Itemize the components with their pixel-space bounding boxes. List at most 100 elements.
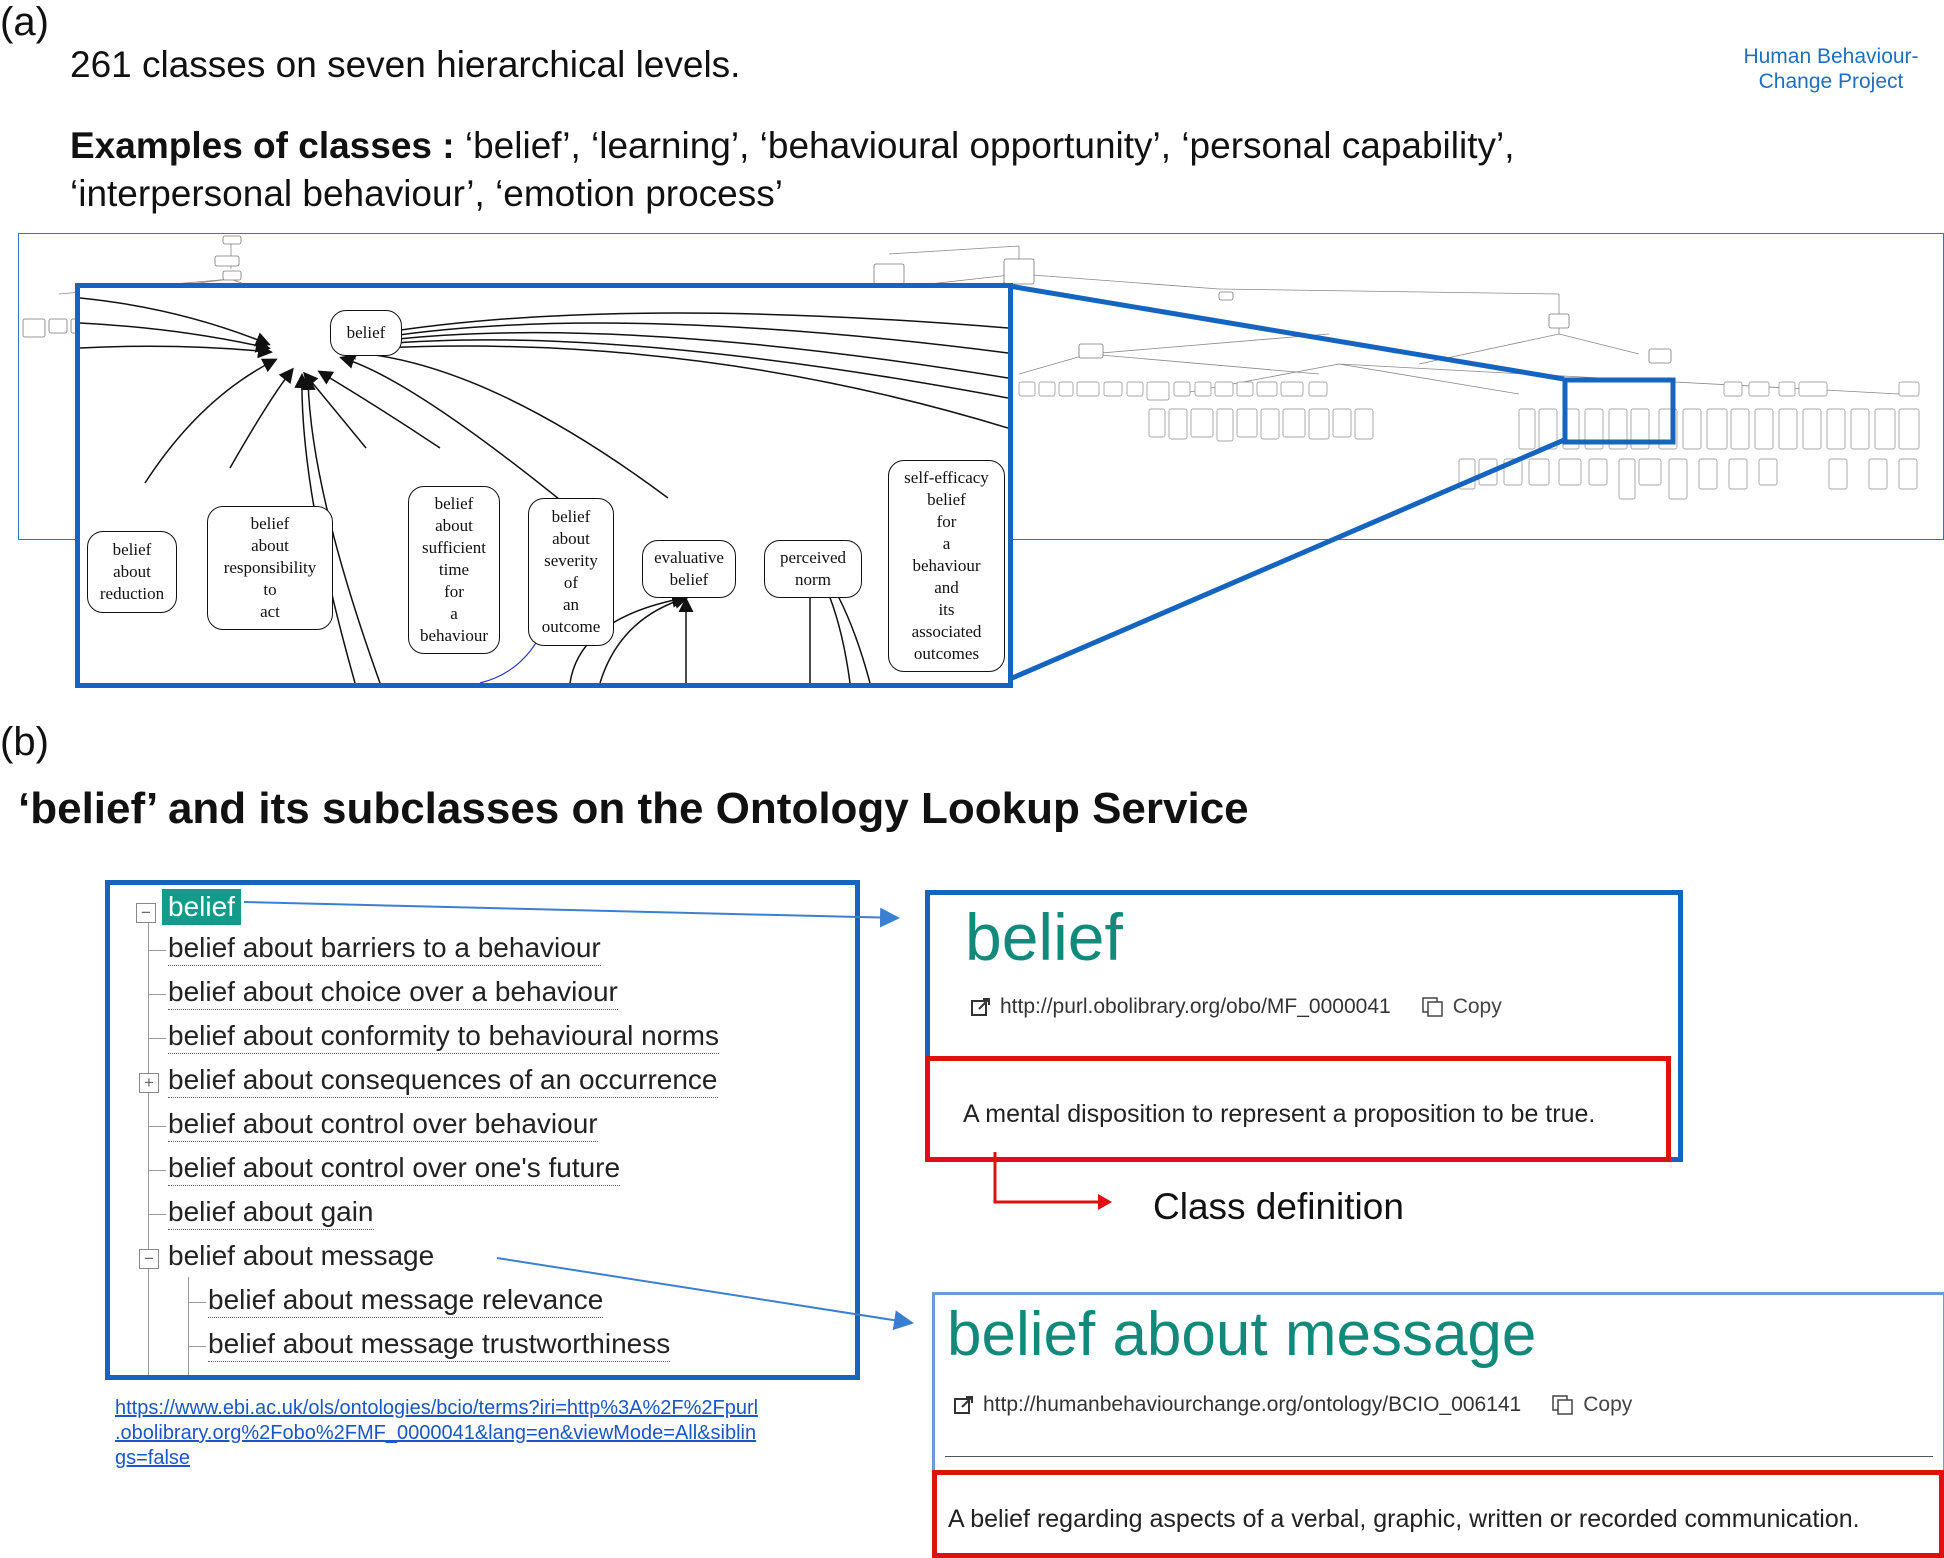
- node-line: perceived: [779, 548, 847, 567]
- panel-a-label: (a): [0, 0, 49, 44]
- overview-node-row-1: [1018, 381, 1920, 401]
- node-line: sufficient: [422, 538, 486, 557]
- node-line: behaviour: [420, 626, 488, 645]
- node-line: and: [934, 578, 959, 597]
- node-line: self-efficacy: [904, 468, 989, 487]
- link-line-2[interactable]: .obolibrary.org%2Fobo%2FMF_0000041&lang=…: [115, 1422, 757, 1444]
- tree-connector: [148, 994, 166, 995]
- tree-connector: [148, 1126, 166, 1127]
- external-link-icon[interactable]: [970, 996, 992, 1018]
- node-line: for: [444, 582, 464, 601]
- node-line: its: [938, 600, 955, 619]
- tree-root-belief[interactable]: belief: [162, 889, 241, 925]
- node-belief-about-sufficient-time: belief about sufficient time for a behaviour: [408, 486, 500, 654]
- node-line: about: [552, 529, 590, 548]
- tree-connector: [148, 1170, 166, 1171]
- copy-icon[interactable]: [1421, 996, 1445, 1018]
- collapse-message-icon[interactable]: −: [139, 1249, 159, 1269]
- arrow-message-to-card: [496, 1257, 914, 1331]
- tree-item-conformity[interactable]: belief about conformity to behavioural n…: [168, 1019, 719, 1054]
- examples-of-classes: Examples of classes : ‘belief’, ‘learnin…: [70, 122, 1690, 218]
- examples-label: Examples of classes :: [70, 125, 455, 166]
- node-line: a: [942, 534, 951, 553]
- brand-line-1: Human Behaviour-: [1743, 45, 1919, 68]
- tree-item-control-future[interactable]: belief about control over one's future: [168, 1151, 621, 1186]
- zoom-connector-lines: [1002, 282, 1565, 685]
- node-line: a: [450, 604, 458, 623]
- link-line-1[interactable]: https://www.ebi.ac.uk/ols/ontologies/bci…: [115, 1397, 759, 1419]
- copy-icon[interactable]: [1551, 1394, 1575, 1416]
- ols-url-link[interactable]: https://www.ebi.ac.uk/ols/ontologies/bci…: [115, 1396, 855, 1471]
- zoom-edges: [80, 297, 1008, 683]
- node-line: reduction: [99, 584, 165, 603]
- iri-row: http://purl.obolibrary.org/obo/MF_000004…: [970, 995, 1502, 1019]
- tree-vline-sub: [188, 1277, 189, 1375]
- tree-item-gain[interactable]: belief about gain: [168, 1195, 374, 1230]
- node-line: belief: [669, 570, 709, 589]
- tree-item-message[interactable]: belief about message: [168, 1240, 435, 1271]
- hbcp-logo-text: Human Behaviour- Change Project: [1731, 44, 1931, 94]
- ols-tree-view: − belief belief about barriers to a beha…: [105, 880, 860, 1380]
- node-line: evaluative: [654, 548, 724, 567]
- node-belief-root: belief: [330, 310, 402, 356]
- belief-zoom-detail: belief belief about reduction belief about r…: [75, 283, 1013, 688]
- examples-line-2: ‘interpersonal behaviour’, ‘emotion proc…: [70, 173, 783, 214]
- tree-item-barriers[interactable]: belief about barriers to a behaviour: [168, 931, 601, 966]
- divider: [945, 1456, 1933, 1457]
- node-line: severity: [544, 551, 598, 570]
- node-line: belief: [250, 514, 290, 533]
- overview-highlight-box: [1562, 377, 1676, 445]
- tree-vline-main: [148, 915, 149, 1375]
- definition-text-belief: A mental disposition to represent a prop…: [963, 1100, 1596, 1128]
- node-perceived-norm: perceived norm: [764, 540, 862, 598]
- class-definition-label: Class definition: [1153, 1186, 1404, 1227]
- node-line: belief: [434, 494, 474, 513]
- tree-item-choice[interactable]: belief about choice over a behaviour: [168, 975, 618, 1010]
- node-belief-about-reduction: belief about reduction: [87, 531, 177, 613]
- tree-item-message-trustworthiness[interactable]: belief about message trustworthiness: [208, 1327, 671, 1362]
- definition-box-belief: A mental disposition to represent a prop…: [925, 1056, 1671, 1162]
- tree-item-message-relevance[interactable]: belief about message relevance: [208, 1283, 604, 1318]
- node-line: of: [563, 573, 579, 592]
- node-line: for: [936, 512, 957, 531]
- panel-b-label: (b): [0, 720, 49, 764]
- panel-b-title: ‘belief’ and its subclasses on the Ontol…: [18, 784, 1249, 833]
- tree-item-consequences[interactable]: belief about consequences of an occurren…: [168, 1063, 718, 1098]
- node-line: belief: [551, 507, 591, 526]
- node-line: an: [562, 595, 580, 614]
- expand-consequences-icon[interactable]: +: [139, 1073, 159, 1093]
- panel-a-subtitle: 261 classes on seven hierarchical levels…: [70, 44, 741, 85]
- tree-connector: [148, 950, 166, 951]
- node-line: norm: [795, 570, 831, 589]
- tree-connector: [148, 1038, 166, 1039]
- iri-row: http://humanbehaviourchange.org/ontology…: [953, 1393, 1632, 1417]
- node-line: about: [435, 516, 473, 535]
- examples-line-1: ‘belief’, ‘learning’, ‘behavioural oppor…: [454, 125, 1515, 166]
- node-line: about: [251, 536, 289, 555]
- node-line: about: [113, 562, 151, 581]
- copy-button[interactable]: Copy: [1583, 1393, 1633, 1416]
- tree-connector: [188, 1302, 206, 1303]
- node-line: time: [438, 560, 470, 579]
- definition-box-belief-about-message: A belief regarding aspects of a verbal, …: [932, 1470, 1944, 1558]
- node-line: belief: [927, 490, 966, 509]
- node-line: act: [260, 602, 280, 621]
- node-line: belief: [112, 540, 152, 559]
- definition-text-belief-about-message: A belief regarding aspects of a verbal, …: [948, 1505, 1860, 1533]
- external-link-icon[interactable]: [953, 1394, 975, 1416]
- collapse-belief-icon[interactable]: −: [136, 903, 156, 923]
- tree-connector: [148, 1214, 166, 1215]
- tree-connector: [188, 1346, 206, 1347]
- copy-button[interactable]: Copy: [1452, 995, 1502, 1018]
- term-iri[interactable]: http://purl.obolibrary.org/obo/MF_000004…: [1000, 995, 1391, 1018]
- term-title-belief: belief: [965, 900, 1123, 974]
- node-line: to: [263, 580, 277, 599]
- tree-item-control-behaviour[interactable]: belief about control over behaviour: [168, 1107, 598, 1142]
- node-line: associated: [911, 622, 982, 641]
- class-definition-arrow: [993, 1152, 1112, 1210]
- link-line-3[interactable]: gs=false: [115, 1447, 191, 1469]
- term-iri[interactable]: http://humanbehaviourchange.org/ontology…: [983, 1393, 1522, 1416]
